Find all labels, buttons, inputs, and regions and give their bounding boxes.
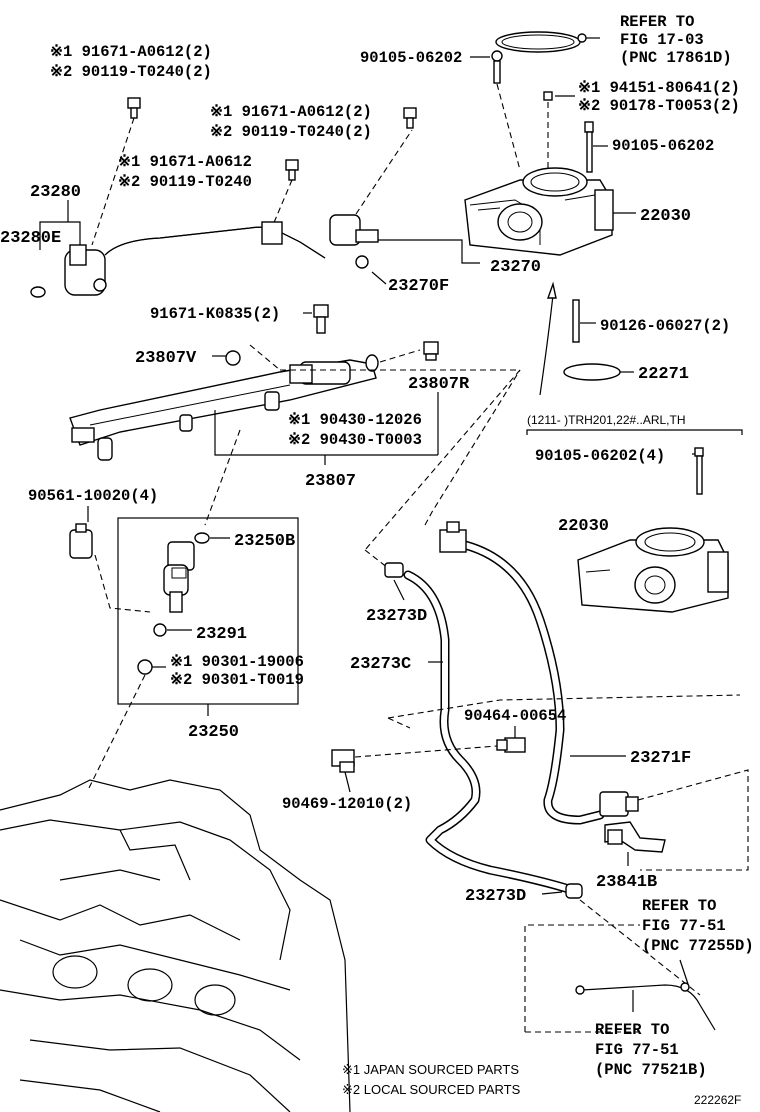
- fuel-rail-23807: [69, 359, 377, 461]
- label-90105-06202-4: 90105-06202(4): [535, 447, 665, 465]
- label-23250: 23250: [188, 723, 239, 742]
- flow-arrow: [539, 281, 557, 396]
- label-90561-10020: 90561-10020(4): [28, 487, 158, 505]
- label-m-90119: ※2 90119-T0240(2): [210, 123, 372, 141]
- label-90469-12010: 90469-12010(2): [282, 795, 412, 813]
- bolt-90105-06202-lower: [694, 447, 704, 495]
- label-90178-t0053: ※2 90178-T0053(2): [578, 97, 740, 115]
- label-n-91671: ※1 91671-A0612: [118, 153, 252, 171]
- refer-77255d-line3: (PNC 77255D): [642, 937, 754, 955]
- label-23271f: 23271F: [630, 749, 691, 768]
- trh-note: (1211- )TRH201,22#..ARL,TH: [527, 413, 686, 427]
- bracket-23841b: [604, 821, 666, 853]
- connector-23271f: [599, 791, 639, 817]
- label-23841b: 23841B: [596, 873, 657, 892]
- figure-id: 222262F: [694, 1093, 741, 1107]
- throttle-body-22030-top: [464, 167, 614, 256]
- hose-clamp-23273d-top: [384, 562, 404, 578]
- o-ring-23250b: [194, 532, 210, 544]
- label-90301-t0019: ※2 90301-T0019: [170, 671, 304, 689]
- hose-23273c: [403, 570, 577, 895]
- clip-90469: [331, 749, 355, 773]
- hose-clamp-ring: [495, 31, 600, 53]
- label-22030-lower: 22030: [558, 517, 609, 536]
- legend-local-sourced: ※2 LOCAL SOURCED PARTS: [342, 1082, 521, 1097]
- stud-90126-06027: [572, 299, 580, 343]
- refer-77255d-line2: FIG 77-51: [642, 917, 726, 935]
- label-90301-19006: ※1 90301-19006: [170, 653, 304, 671]
- label-tl-90119: ※2 90119-T0240(2): [50, 63, 212, 81]
- bolt-90105-06202-right: [584, 121, 594, 173]
- fuel-pipe: [104, 221, 326, 259]
- plug-23807r: [423, 341, 439, 361]
- label-23280e: 23280E: [0, 229, 61, 248]
- hose-23271f: [439, 521, 605, 825]
- label-90430-12026: ※1 90430-12026: [288, 411, 422, 429]
- label-23273d-bottom: 23273D: [465, 887, 526, 906]
- cap-23807v: [225, 350, 241, 366]
- label-23273d-top: 23273D: [366, 607, 427, 626]
- label-23250b: 23250B: [234, 532, 295, 551]
- refer-77521b-line1: REFER TO: [595, 1021, 669, 1039]
- gasket-22271: [563, 363, 621, 381]
- pulsation-damper-23270: [329, 214, 379, 269]
- label-23280: 23280: [30, 183, 81, 202]
- label-23291: 23291: [196, 625, 247, 644]
- label-23807r: 23807R: [408, 375, 470, 394]
- label-n-90119: ※2 90119-T0240: [118, 173, 252, 191]
- refer-fig-17-03-line2: FIG 17-03: [620, 31, 704, 49]
- label-23270f: 23270F: [388, 277, 449, 296]
- label-23273c: 23273C: [350, 655, 411, 674]
- legend-japan-sourced: ※1 JAPAN SOURCED PARTS: [342, 1062, 519, 1077]
- refer-fig-17-03-line3: (PNC 17861D): [620, 49, 732, 67]
- label-90105-06202-top: 90105-06202: [360, 49, 462, 67]
- refer-77521b-line2: FIG 77-51: [595, 1041, 679, 1059]
- pressure-regulator-23280: [64, 244, 107, 296]
- refer-77521b-line3: (PNC 77521B): [595, 1061, 707, 1079]
- throttle-body-22030-lower: [577, 527, 729, 613]
- bolt-top-left: [127, 97, 141, 119]
- fuel-injector-23250: [163, 541, 195, 613]
- label-91671-k0835: 91671-K0835(2): [150, 305, 280, 323]
- nut-94151: [543, 91, 553, 101]
- bolt-middle: [403, 107, 417, 129]
- bolt-n: [285, 159, 299, 181]
- label-tl-91671: ※1 91671-A0612(2): [50, 43, 212, 61]
- hose-clamp-23273d-bottom: [565, 883, 583, 899]
- label-94151-80641: ※1 94151-80641(2): [578, 79, 740, 97]
- label-90105-06202-right: 90105-06202: [612, 137, 714, 155]
- label-23807v: 23807V: [135, 349, 197, 368]
- o-ring-23280e: [30, 286, 46, 298]
- label-23270: 23270: [490, 258, 541, 277]
- o-ring-rail: [365, 354, 379, 372]
- vapor-hose-lower: [575, 982, 716, 1031]
- refer-fig-17-03-line1: REFER TO: [620, 13, 694, 31]
- bolt-91671-k0835: [313, 304, 329, 334]
- refer-77255d-line1: REFER TO: [642, 897, 716, 915]
- label-22030-top: 22030: [640, 207, 691, 226]
- label-23807: 23807: [305, 472, 356, 491]
- label-90126-06027: 90126-06027(2): [600, 317, 730, 335]
- label-90430-t0003: ※2 90430-T0003: [288, 431, 422, 449]
- gasket-90301: [137, 659, 153, 675]
- bolt-90105-06202-top: [491, 50, 503, 84]
- engine-block: [0, 779, 351, 1112]
- label-m-91671: ※1 91671-A0612(2): [210, 103, 372, 121]
- label-90464-00654: 90464-00654: [464, 707, 566, 725]
- o-ring-23291: [153, 623, 167, 637]
- label-22271: 22271: [638, 365, 689, 384]
- insulator-90561: [69, 523, 93, 559]
- clip-90464: [496, 737, 526, 753]
